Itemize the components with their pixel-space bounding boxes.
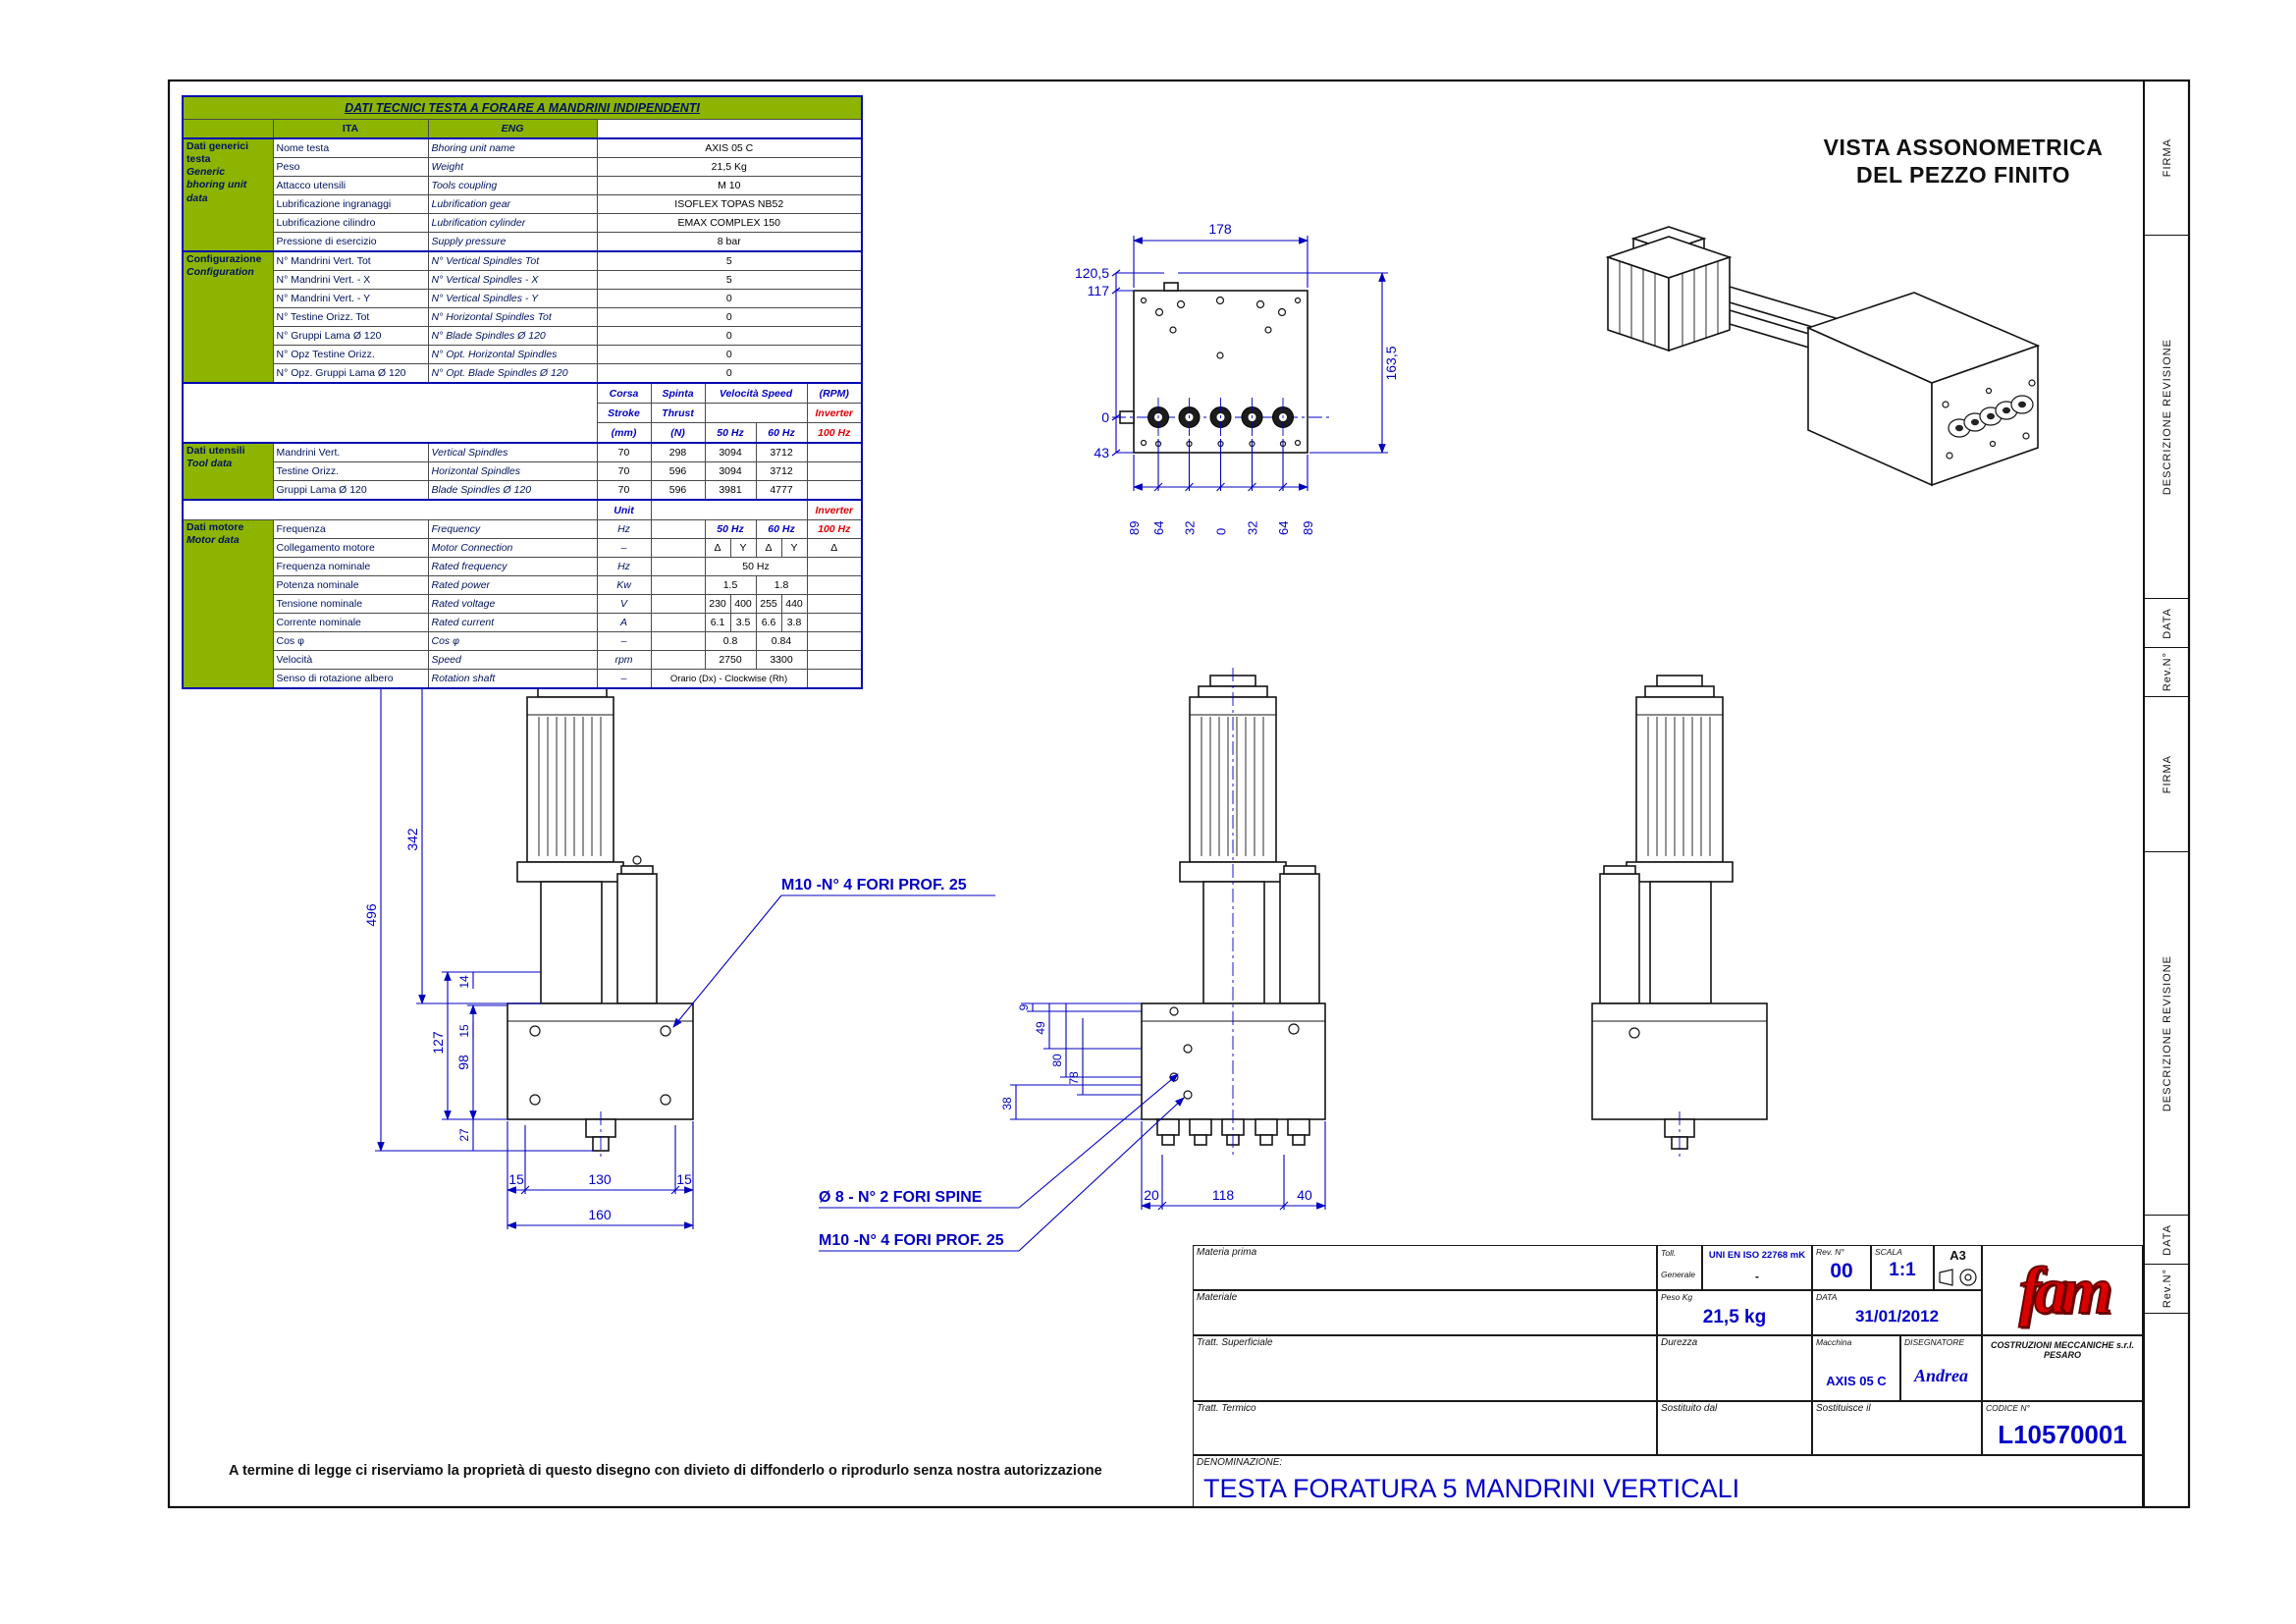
revision-strip-firma: FIRMA bbox=[2145, 81, 2189, 236]
section-tool-data: Dati utensili Tool data bbox=[182, 442, 274, 501]
dim-label: 27 bbox=[457, 1128, 471, 1142]
revision-strip-data: DATA bbox=[2145, 599, 2189, 648]
field-durezza: Durezza bbox=[1657, 1335, 1812, 1401]
dim-label: 14 bbox=[457, 975, 471, 989]
revision-strip-descrizione: DESCRIZIONE REVISIONE bbox=[2145, 852, 2189, 1216]
field-tolleranza-value: UNI EN ISO 22768 mK - bbox=[1702, 1245, 1812, 1290]
title-block: Materia prima Toll. Generale UNI EN ISO … bbox=[1193, 1245, 2143, 1507]
field-codice: CODICE N° L10570001 bbox=[1982, 1401, 2143, 1455]
field-disegnatore: DISEGNATORE Andrea bbox=[1900, 1335, 1982, 1401]
iso-view-title: VISTA ASSONOMETRICA bbox=[1824, 135, 2104, 160]
field-tratt-superficiale: Tratt. Superficiale bbox=[1193, 1335, 1657, 1401]
dim-label: 78 bbox=[1067, 1071, 1081, 1085]
field-tratt-termico: Tratt. Termico bbox=[1193, 1401, 1657, 1455]
dim-label: 49 bbox=[1034, 1021, 1047, 1035]
column-header-ita: ITA bbox=[272, 119, 429, 139]
front-view-dimensions: 9 49 80 78 38 20 118 40 Ø 8 - N° 2 FORI … bbox=[819, 1002, 1326, 1252]
section-motor-data: Dati motore Motor data bbox=[182, 519, 274, 689]
hole-callout: M10 -N° 4 FORI PROF. 25 bbox=[781, 877, 967, 893]
iso-spindles bbox=[1942, 379, 2036, 460]
ordinate-label: 89 bbox=[1301, 521, 1315, 535]
revision-strip: FIRMA DESCRIZIONE REVISIONE DATA Rev.N° … bbox=[2143, 81, 2189, 1507]
dim-label: 130 bbox=[588, 1171, 612, 1187]
dim-label: 127 bbox=[430, 1031, 446, 1055]
ordinate-label: 32 bbox=[1246, 521, 1260, 535]
field-revision: Rev. N° 00 bbox=[1812, 1245, 1871, 1290]
company-logo: fam bbox=[1982, 1245, 2143, 1335]
revision-strip-data: DATA bbox=[2145, 1216, 2189, 1265]
dim-label: 80 bbox=[1050, 1054, 1064, 1067]
ordinate-label: 64 bbox=[1276, 521, 1291, 535]
front-view: 9 49 80 78 38 20 118 40 Ø 8 - N° 2 FORI … bbox=[819, 668, 1326, 1252]
cell-value: AXIS 05 C bbox=[596, 137, 863, 158]
dim-label: 98 bbox=[455, 1055, 471, 1070]
dim-label: 40 bbox=[1297, 1187, 1312, 1203]
cell-ita: Nome testa bbox=[272, 137, 429, 158]
field-format: A3 bbox=[1934, 1245, 1982, 1290]
cell-eng: Bhoring unit name bbox=[427, 137, 598, 158]
ordinate-label: 0 bbox=[1214, 528, 1229, 535]
field-materia-prima: Materia prima bbox=[1193, 1245, 1657, 1290]
front-view-spindles bbox=[1156, 1118, 1310, 1146]
hole-callout: Ø 8 - N° 2 FORI SPINE bbox=[819, 1189, 983, 1206]
field-peso: Peso Kg 21,5 kg bbox=[1657, 1290, 1812, 1335]
dim-label: 496 bbox=[363, 903, 379, 927]
spindle-holes bbox=[1148, 398, 1294, 437]
field-data: DATA 31/01/2012 bbox=[1812, 1290, 1982, 1335]
revision-strip-rev: Rev.N° bbox=[2145, 648, 2189, 697]
technical-data-table: DATI TECNICI TESTA A FORARE A MANDRINI I… bbox=[182, 95, 863, 689]
revision-strip-descrizione: DESCRIZIONE REVISIONE bbox=[2145, 236, 2189, 599]
dim-label: 118 bbox=[1212, 1187, 1235, 1203]
revision-strip-firma: FIRMA bbox=[2145, 697, 2189, 852]
top-view: 178 120,5 117 0 43 163,5 bbox=[1075, 221, 1399, 535]
ordinate-label: 89 bbox=[1127, 521, 1142, 535]
dim-label: 15 bbox=[508, 1171, 524, 1187]
dim-label: 342 bbox=[404, 828, 420, 851]
field-denominazione: DENOMINAZIONE: TESTA FORATURA 5 MANDRINI… bbox=[1193, 1455, 2143, 1507]
revision-strip-rev: Rev.N° bbox=[2145, 1265, 2189, 1314]
field-company-name: COSTRUZIONI MECCANICHE s.r.l. PESARO bbox=[1982, 1335, 2143, 1401]
dim-label: 15 bbox=[676, 1171, 692, 1187]
dim-label: 120,5 bbox=[1075, 265, 1109, 281]
section-configuration: Configurazione Configuration bbox=[182, 250, 274, 384]
dim-label: 163,5 bbox=[1383, 346, 1399, 380]
column-header-eng: ENG bbox=[427, 119, 598, 139]
ordinate-label: 32 bbox=[1183, 521, 1198, 535]
side-view-right bbox=[1591, 675, 1768, 1159]
iso-view-title: DEL PEZZO FINITO bbox=[1856, 162, 2070, 188]
dim-label: 117 bbox=[1088, 283, 1110, 298]
top-view-dimensions: 178 120,5 117 0 43 163,5 bbox=[1075, 221, 1399, 535]
legal-note: A termine di legge ci riserviamo la prop… bbox=[229, 1463, 1102, 1479]
field-macchina: Macchina AXIS 05 C bbox=[1812, 1335, 1900, 1401]
dim-label: 20 bbox=[1144, 1187, 1159, 1203]
left-view-dimensions: 496 342 127 98 14 15 27 15 1 bbox=[363, 678, 995, 1229]
table-title: DATI TECNICI TESTA A FORARE A MANDRINI I… bbox=[182, 95, 863, 120]
projection-symbol-icon bbox=[1939, 1269, 1977, 1286]
field-sostituisce-il: Sostituisce il bbox=[1812, 1401, 1982, 1455]
field-materiale: Materiale bbox=[1193, 1290, 1657, 1335]
dim-label: 9 bbox=[1017, 1003, 1031, 1010]
field-sostituito-dal: Sostituito dal bbox=[1657, 1401, 1812, 1455]
dim-label: 15 bbox=[457, 1024, 471, 1038]
dim-label: 178 bbox=[1208, 221, 1232, 237]
dim-label: 160 bbox=[588, 1207, 612, 1222]
dim-label: 0 bbox=[1101, 409, 1109, 425]
field-tolleranza: Toll. Generale bbox=[1657, 1245, 1702, 1290]
field-scala: SCALA 1:1 bbox=[1871, 1245, 1934, 1290]
hole-callout: M10 -N° 4 FORI PROF. 25 bbox=[819, 1232, 1004, 1249]
side-view-left: 496 342 127 98 14 15 27 15 1 bbox=[363, 675, 995, 1229]
dim-label: 43 bbox=[1094, 445, 1109, 460]
ordinate-label: 64 bbox=[1151, 521, 1166, 535]
iso-view: VISTA ASSONOMETRICA DEL PEZZO FINITO bbox=[1605, 135, 2104, 487]
sheet-frame bbox=[167, 79, 2191, 1509]
section-generic: Dati generici testa Generic bhoring unit… bbox=[182, 137, 274, 252]
dim-label: 38 bbox=[1000, 1097, 1014, 1110]
